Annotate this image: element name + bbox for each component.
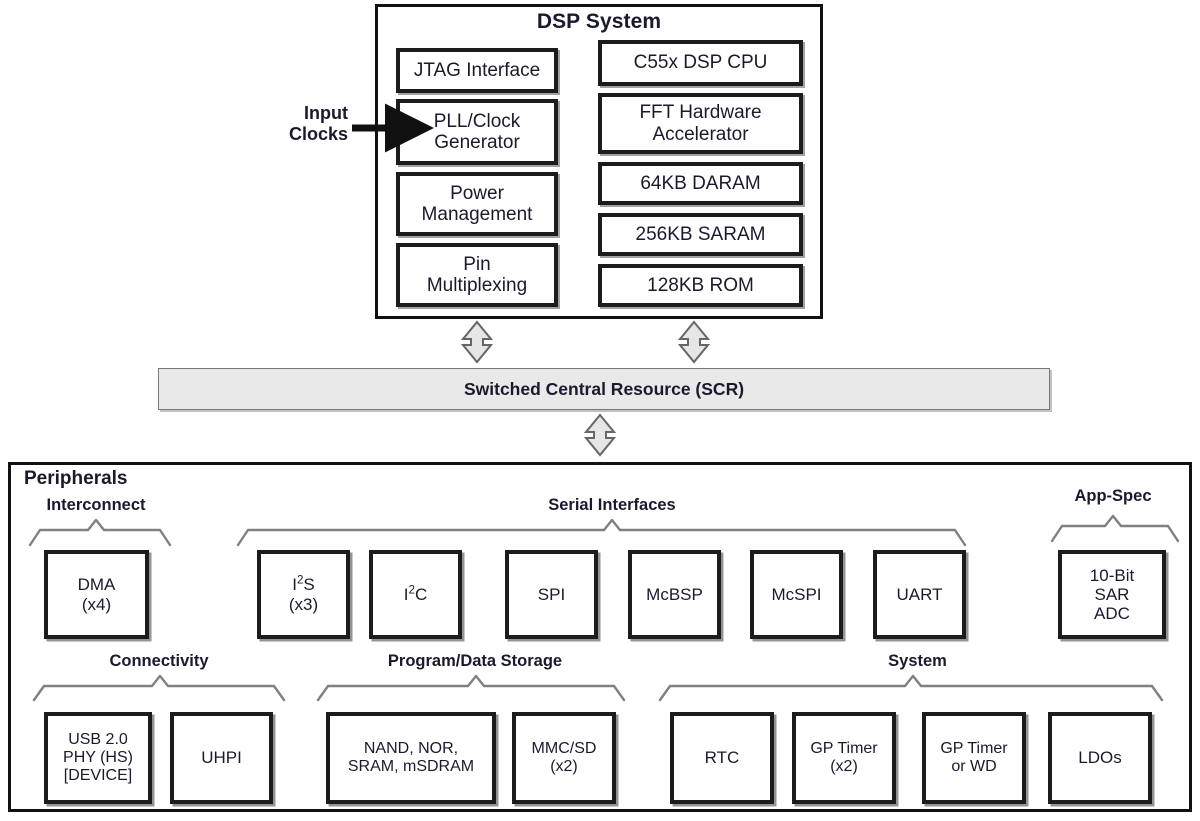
input-clocks-label: Input Clocks (258, 103, 348, 145)
arrow-dsp-left-to-scr (462, 321, 492, 363)
peripheral-block-uart-label: UART (896, 584, 943, 604)
dsp-block-256kb-saram: 256KB SARAM (598, 213, 803, 256)
gpt2-line-1: GP Timer (940, 740, 1008, 758)
peripheral-block-i2c-label: I2C (401, 585, 430, 604)
peripheral-block-i2s-label: I2S (x3) (286, 575, 321, 613)
switched-central-resource-bar: Switched Central Resource (SCR) (158, 368, 1050, 410)
group-label-serial-interfaces: Serial Interfaces (548, 496, 676, 514)
dsp-block-jtag-interface: JTAG Interface (396, 48, 558, 93)
peripheral-block-mcbsp: McBSP (628, 550, 721, 639)
pwr-line-1: Power (450, 182, 504, 204)
mmc-line-2: (x2) (550, 758, 578, 775)
dsp-block-fft-hardware-accelerator: FFT Hardware Accelerator (598, 93, 803, 154)
fft-line-2: Accelerator (652, 123, 749, 145)
dsp-block-power-management: Power Management (396, 172, 558, 236)
pin-line-1: Pin (463, 253, 491, 275)
switched-central-resource-label: Switched Central Resource (SCR) (463, 378, 745, 399)
pll-line-1: PLL/Clock (433, 110, 521, 132)
dsp-block-pll-clock-generator-label: PLL/Clock Generator (431, 111, 524, 154)
peripheral-block-uhpi: UHPI (170, 712, 273, 804)
arrow-dsp-right-to-scr (679, 321, 709, 363)
group-label-program-data-storage: Program/Data Storage (387, 652, 563, 670)
peripheral-block-mcspi-label: McSPI (771, 584, 822, 604)
peripheral-block-usb-2-0-phy: USB 2.0 PHY (HS) [DEVICE] (44, 712, 152, 804)
input-clocks-line-1: Input (304, 103, 348, 123)
peripheral-block-rtc: RTC (670, 712, 774, 804)
dsp-block-c55x-dsp-cpu: C55x DSP CPU (598, 40, 803, 86)
peripherals-title: Peripherals (24, 468, 128, 489)
dsp-block-jtag-interface-label: JTAG Interface (413, 59, 541, 81)
mmc-line-1: MMC/SD (531, 740, 597, 758)
dma-line-1: DMA (77, 575, 116, 595)
dsp-block-pin-multiplexing-label: Pin Multiplexing (424, 254, 530, 297)
dsp-block-pin-multiplexing: Pin Multiplexing (396, 243, 558, 307)
dsp-block-256kb-saram-label: 256KB SARAM (635, 223, 766, 245)
dsp-system-title: DSP System (536, 10, 662, 33)
dsp-block-64kb-daram-label: 64KB DARAM (640, 172, 761, 194)
dsp-block-c55x-dsp-cpu-label: C55x DSP CPU (633, 52, 768, 74)
adc-line-2: SAR (1094, 584, 1130, 604)
nand-line-2: SRAM, mSDRAM (347, 758, 475, 775)
peripheral-block-10-bit-sar-adc: 10-Bit SAR ADC (1058, 550, 1166, 639)
gpt1-line-1: GP Timer (810, 740, 878, 758)
gpt1-line-2: (x2) (830, 758, 858, 775)
input-clocks-line-2: Clocks (288, 124, 348, 145)
adc-line-3: ADC (1094, 604, 1130, 624)
peripheral-block-spi: SPI (505, 550, 598, 639)
gpt2-line-2: or WD (951, 758, 997, 775)
peripheral-block-ldos: LDOs (1048, 712, 1152, 804)
dsp-block-128kb-rom: 128KB ROM (598, 264, 803, 307)
peripheral-block-dma-label: DMA (x4) (75, 575, 119, 613)
dsp-block-64kb-daram: 64KB DARAM (598, 162, 803, 205)
group-label-interconnect: Interconnect (46, 496, 146, 514)
dma-line-2: (x4) (81, 594, 112, 614)
peripheral-block-gp-timer-or-wd-label: GP Timer or WD (937, 740, 1010, 776)
peripheral-block-10-bit-sar-adc-label: 10-Bit SAR ADC (1087, 566, 1137, 623)
dsp-block-128kb-rom-label: 128KB ROM (647, 274, 754, 296)
adc-line-1: 10-Bit (1089, 565, 1135, 585)
peripheral-block-uhpi-label: UHPI (201, 748, 242, 768)
i2s-line-2: (x3) (288, 594, 319, 614)
peripheral-block-mcspi: McSPI (750, 550, 843, 639)
peripheral-block-gp-timer-or-wd: GP Timer or WD (922, 712, 1026, 804)
peripheral-block-nand-nor-sram-msdram-label: NAND, NOR, SRAM, mSDRAM (345, 740, 477, 776)
group-label-connectivity: Connectivity (109, 652, 209, 670)
i2s-line-1: I2S (292, 574, 315, 595)
peripheral-block-i2c: I2C (369, 550, 462, 639)
pin-line-2: Multiplexing (426, 275, 528, 296)
peripheral-block-nand-nor-sram-msdram: NAND, NOR, SRAM, mSDRAM (326, 712, 496, 804)
peripheral-block-dma: DMA (x4) (44, 550, 149, 639)
peripheral-block-uart: UART (873, 550, 966, 639)
arrow-scr-to-peripherals (585, 414, 615, 456)
peripheral-block-spi-label: SPI (537, 584, 566, 604)
peripheral-block-mmc-sd: MMC/SD (x2) (512, 712, 616, 804)
group-label-system: System (888, 652, 947, 670)
pll-line-2: Generator (434, 132, 520, 153)
dsp-block-fft-hardware-accelerator-label: FFT Hardware Accelerator (636, 102, 764, 145)
dsp-block-pll-clock-generator: PLL/Clock Generator (396, 99, 558, 165)
peripheral-block-gp-timer-x2: GP Timer (x2) (792, 712, 896, 804)
usb-line-2: PHY (HS) (63, 749, 133, 767)
peripheral-block-mmc-sd-label: MMC/SD (x2) (529, 740, 600, 776)
i2c-line-1: I2C (403, 584, 428, 604)
usb-line-3: [DEVICE] (63, 766, 133, 784)
group-label-app-spec: App-Spec (1074, 487, 1152, 505)
peripheral-block-rtc-label: RTC (704, 748, 740, 768)
peripheral-block-usb-2-0-phy-label: USB 2.0 PHY (HS) [DEVICE] (60, 731, 136, 785)
fft-line-1: FFT Hardware (639, 102, 762, 124)
pwr-line-2: Management (421, 204, 533, 225)
dsp-block-power-management-label: Power Management (419, 183, 536, 226)
peripheral-block-i2s: I2S (x3) (257, 550, 350, 639)
peripheral-block-gp-timer-x2-label: GP Timer (x2) (807, 740, 880, 776)
usb-line-1: USB 2.0 (68, 731, 128, 749)
peripheral-block-mcbsp-label: McBSP (646, 584, 703, 604)
peripheral-block-ldos-label: LDOs (1078, 748, 1122, 768)
nand-line-1: NAND, NOR, (363, 740, 459, 758)
